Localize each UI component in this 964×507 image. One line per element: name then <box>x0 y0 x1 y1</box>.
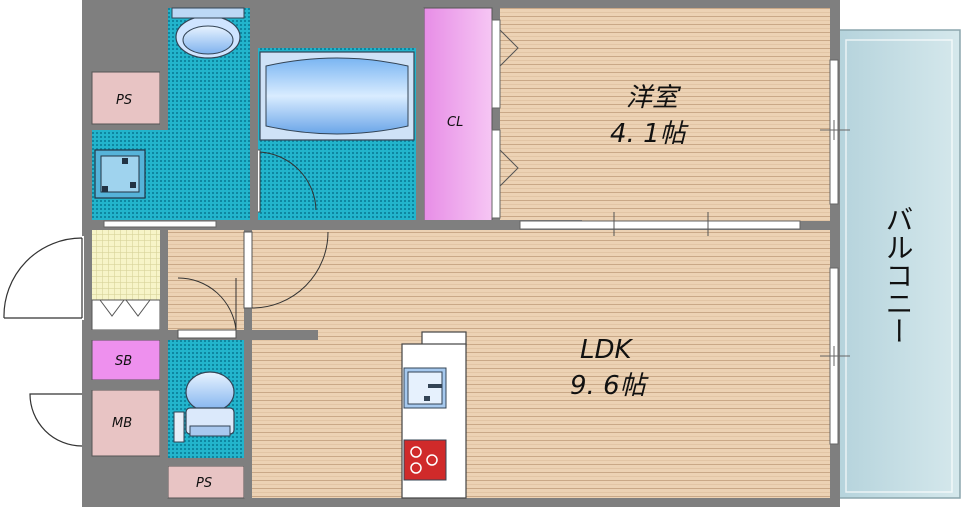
wash-sliding-door <box>103 220 217 228</box>
mb-label: MB <box>112 416 132 431</box>
ldk-name: LDK <box>580 335 634 365</box>
western-room-name: 洋室 <box>626 83 682 113</box>
sliding-door-western <box>519 212 801 236</box>
ps-bottom-label: PS <box>196 476 212 491</box>
ps-top-label: PS <box>116 93 132 108</box>
bathtub <box>259 51 415 141</box>
washing-machine-pan <box>94 149 146 199</box>
ldk-floor <box>252 230 830 498</box>
ldk-door <box>243 231 329 309</box>
ldk-size: 9. 6帖 <box>570 371 650 401</box>
toilet <box>173 371 235 443</box>
windows <box>820 59 850 445</box>
western-room-size: 4. 1帖 <box>610 119 690 149</box>
closet-label: CL <box>447 115 463 130</box>
shoe-cabinet <box>91 299 161 331</box>
closet-doors <box>491 19 519 219</box>
sb-label: SB <box>115 354 132 369</box>
kitchen-counter <box>401 331 467 499</box>
entrance-door <box>0 236 84 320</box>
western-room-floor <box>500 8 830 221</box>
mb-door <box>29 393 83 447</box>
sink <box>171 7 245 59</box>
partition-walls <box>82 8 582 498</box>
ps-top <box>91 71 161 125</box>
balcony-label: バルコニー <box>882 205 915 345</box>
toilet-door <box>177 277 237 339</box>
balcony <box>837 29 961 499</box>
closet <box>423 7 493 222</box>
